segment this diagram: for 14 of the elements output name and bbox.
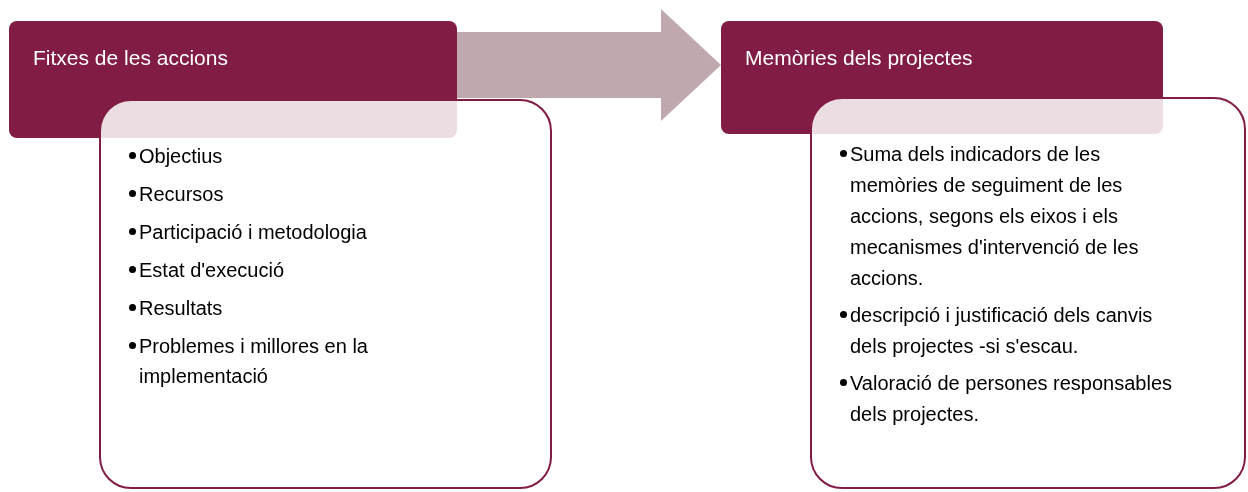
list-box bbox=[810, 97, 1246, 489]
list-item: Valoració de persones responsables dels projectes. bbox=[850, 371, 1174, 427]
list-box bbox=[99, 99, 552, 489]
list-item: Problemes i millores en la implementació bbox=[139, 334, 369, 389]
list-item: Estat d'execució bbox=[139, 258, 284, 283]
block-arrow bbox=[457, 9, 721, 121]
header-text: Fitxes de les accions bbox=[33, 45, 229, 71]
list-item: Participació i metodologia bbox=[139, 220, 367, 245]
header-text: Memòries dels projectes bbox=[745, 45, 974, 71]
list-item: Suma dels indicadors de les memòries de seguiment de les accions, segons els eixos i els mecanismes d'intervenció de les accions. bbox=[850, 142, 1140, 291]
list-item: Recursos bbox=[139, 182, 224, 207]
list-item: Objectius bbox=[139, 144, 223, 169]
list-item: Resultats bbox=[139, 296, 223, 321]
list-item: descripció i justificació dels canvis dels projectes -si s'escau. bbox=[850, 303, 1154, 359]
